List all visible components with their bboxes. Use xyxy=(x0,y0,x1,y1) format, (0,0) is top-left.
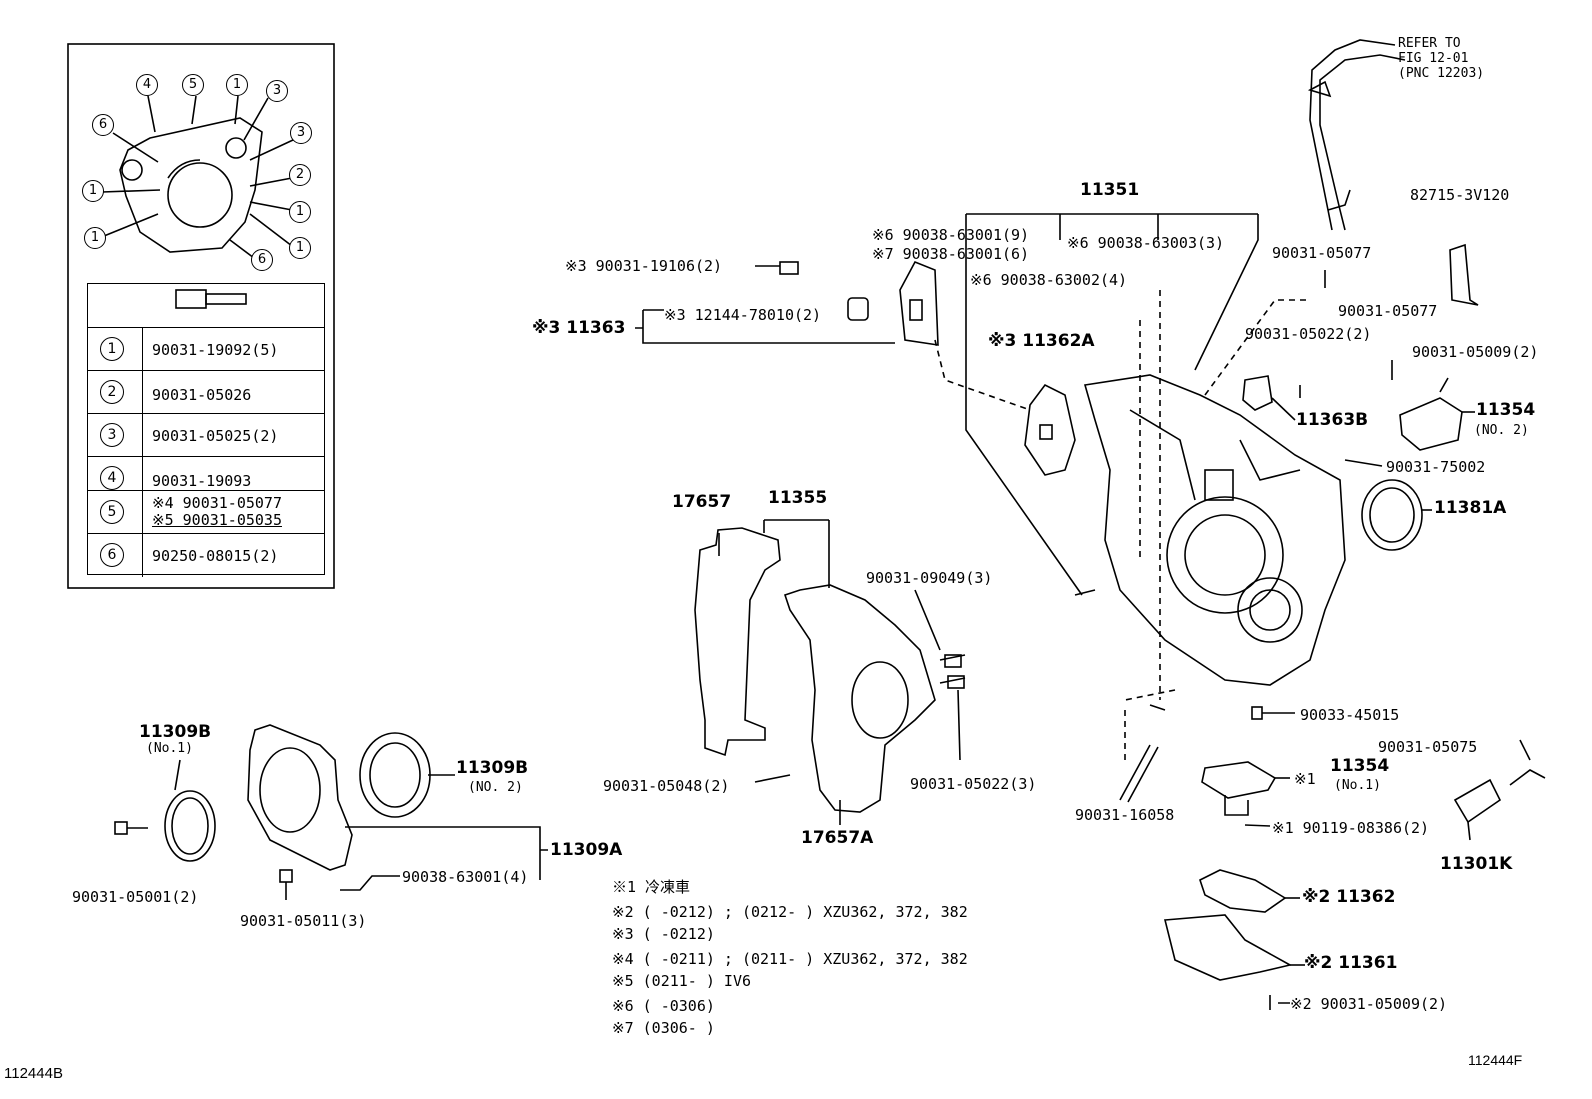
part-label: (No.1) xyxy=(146,741,193,756)
part-label: ※6 90038-63002(4) xyxy=(970,271,1128,289)
row-part-number: 90031-05025(2) xyxy=(152,427,279,445)
part-label: (NO. 2) xyxy=(468,780,523,795)
row-part-number: ※4 90031-05077 xyxy=(152,494,282,512)
inset-callout: 1 xyxy=(289,237,311,259)
table-row: 5 ※4 90031-05077 ※5 90031-05035 xyxy=(88,490,324,534)
part-label: 82715-3V120 xyxy=(1410,186,1510,204)
inset-parts-table: 1 90031-19092(5) 2 90031-05026 3 90031-0… xyxy=(87,283,325,577)
row-number: 3 xyxy=(100,423,124,447)
part-label: 11354 xyxy=(1330,756,1390,776)
table-row: 6 90250-08015(2) xyxy=(88,533,324,577)
part-label: 17657A xyxy=(801,828,874,848)
row-part-number: 90250-08015(2) xyxy=(152,547,279,565)
row-number: 5 xyxy=(100,500,124,524)
part-label: ※3 11362A xyxy=(988,331,1095,351)
inset-callout: 4 xyxy=(136,74,158,96)
part-label: 11381A xyxy=(1434,498,1507,518)
part-label: 11355 xyxy=(768,488,828,508)
table-row: 3 90031-05025(2) xyxy=(88,413,324,457)
part-label: 17657 xyxy=(672,492,732,512)
part-label: ※3 90031-19106(2) xyxy=(565,257,723,275)
part-label: 11351 xyxy=(1080,180,1140,200)
part-label: 90038-63001(4) xyxy=(402,868,529,886)
part-label: 11309B xyxy=(139,722,212,742)
inset-callout: 3 xyxy=(266,80,288,102)
part-label: 90031-05022(2) xyxy=(1245,325,1372,343)
inset-callout: 1 xyxy=(226,74,248,96)
part-label: 90031-05075 xyxy=(1378,738,1478,756)
inset-callout: 6 xyxy=(251,249,273,271)
part-label: 11301K xyxy=(1440,854,1513,874)
part-label: 90031-05011(3) xyxy=(240,912,367,930)
part-label: 11309B xyxy=(456,758,529,778)
part-label: ※6 90038-63003(3) xyxy=(1067,234,1225,252)
row-part-number-alt: ※5 90031-05035 xyxy=(152,511,282,529)
row-number: 1 xyxy=(100,337,124,361)
row-number: 6 xyxy=(100,543,124,567)
refer-note-line: (PNC 12203) xyxy=(1398,66,1485,81)
part-label: ※3 11363 xyxy=(532,318,626,338)
part-label: 11309A xyxy=(550,840,623,860)
inset-callout: 1 xyxy=(84,227,106,249)
part-label: 90031-05077 xyxy=(1272,244,1372,262)
inset-callout: 6 xyxy=(92,114,114,136)
part-label: 90031-05022(3) xyxy=(910,775,1037,793)
part-label: ※2 11361 xyxy=(1304,953,1398,973)
table-row: 2 90031-05026 xyxy=(88,370,324,414)
part-label: 90031-05077 xyxy=(1338,302,1438,320)
refer-note-line: REFER TO xyxy=(1398,36,1461,51)
footnote: ※3 ( -0212) xyxy=(612,925,715,943)
part-label: ※3 12144-78010(2) xyxy=(664,306,822,324)
part-label: 90031-16058 xyxy=(1075,806,1175,824)
part-label: 90031-75002 xyxy=(1386,458,1486,476)
row-number: 2 xyxy=(100,380,124,404)
part-label: ※7 90038-63001(6) xyxy=(872,245,1030,263)
refer-note-line: FIG 12-01 xyxy=(1398,51,1469,66)
footnote: ※4 ( -0211) ; (0211- ) XZU362, 372, 382 xyxy=(612,950,968,968)
part-label: 90033-45015 xyxy=(1300,706,1400,724)
part-label: 90031-05001(2) xyxy=(72,888,199,906)
part-label: (NO. 2) xyxy=(1474,423,1529,438)
inset-callout: 1 xyxy=(289,201,311,223)
inset-callout: 5 xyxy=(182,74,204,96)
row-part-number: 90031-19092(5) xyxy=(152,341,279,359)
part-label: ※1 xyxy=(1294,770,1316,788)
part-label: 11354 xyxy=(1476,400,1536,420)
inset-callout: 1 xyxy=(82,180,104,202)
part-label: 90031-09049(3) xyxy=(866,569,993,587)
row-number: 4 xyxy=(100,466,124,490)
table-row: 4 90031-19093 xyxy=(88,456,324,500)
footnote: ※2 ( -0212) ; (0212- ) XZU362, 372, 382 xyxy=(612,903,968,921)
row-part-number: 90031-19093 xyxy=(152,472,252,490)
footnote: ※5 (0211- ) IV6 xyxy=(612,972,751,990)
inset-callout: 2 xyxy=(289,164,311,186)
inset-callout: 3 xyxy=(290,122,312,144)
part-label: ※1 90119-08386(2) xyxy=(1272,819,1430,837)
part-label: 90031-05048(2) xyxy=(603,777,730,795)
part-label: (No.1) xyxy=(1334,778,1381,793)
row-part-number: 90031-05026 xyxy=(152,386,252,404)
footnote: ※6 ( -0306) xyxy=(612,997,715,1015)
part-label: ※6 90038-63001(9) xyxy=(872,226,1030,244)
figure-id-right: 112444F xyxy=(1468,1052,1523,1068)
figure-id-left: 112444B xyxy=(4,1065,63,1082)
part-label: 11363B xyxy=(1296,410,1369,430)
part-label: ※2 11362 xyxy=(1302,887,1396,907)
table-row: 1 90031-19092(5) xyxy=(88,327,324,371)
part-label: 90031-05009(2) xyxy=(1412,343,1539,361)
footnote: ※1 冷凍車 xyxy=(612,878,691,896)
footnote: ※7 (0306- ) xyxy=(612,1019,715,1037)
part-label: ※2 90031-05009(2) xyxy=(1290,995,1448,1013)
